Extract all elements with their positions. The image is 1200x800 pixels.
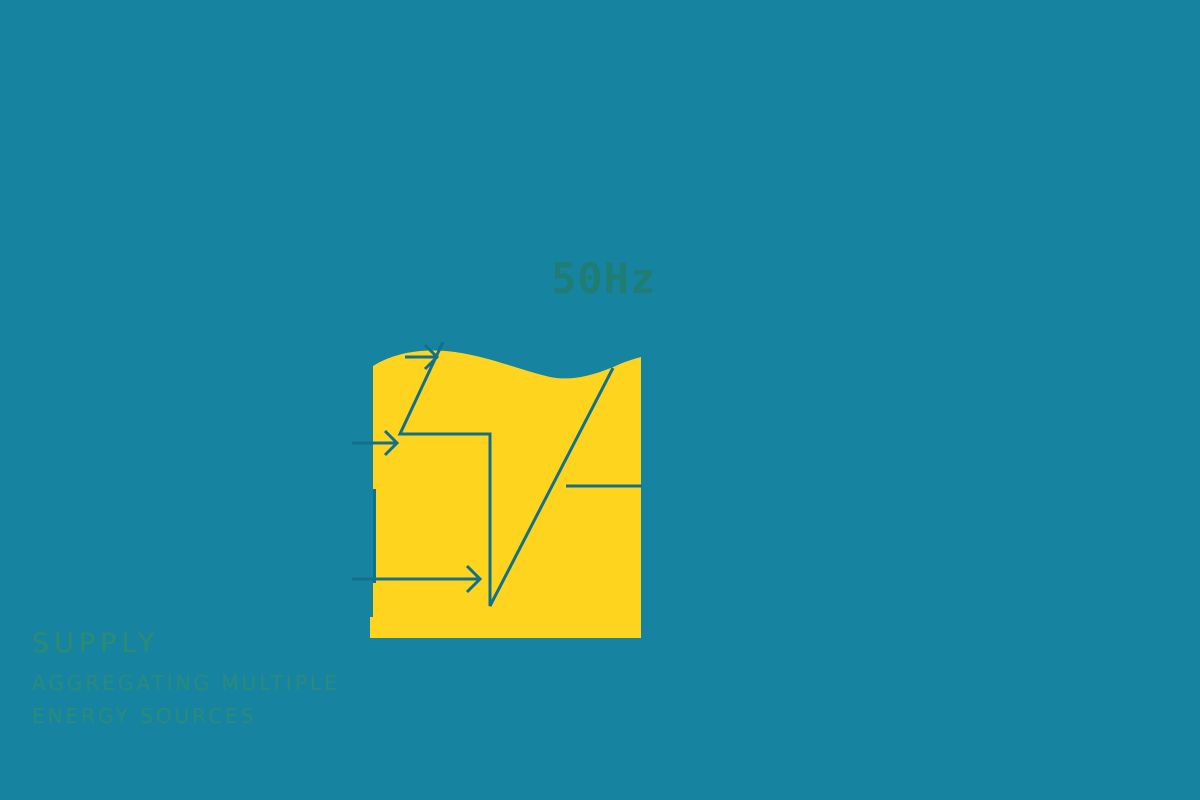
supply-wave-shape (370, 350, 641, 638)
power-line-path (397, 341, 615, 607)
arrow-icon (405, 343, 440, 371)
frequency-label: 50Hz (551, 254, 657, 303)
caption-subtitle-line1: AGGREGATING MULTIPLE (32, 671, 340, 695)
caption: SUPPLY AGGREGATING MULTIPLE ENERGY SOURC… (32, 630, 340, 727)
arrow-icon (352, 429, 400, 457)
caption-subtitle-line2: ENERGY SOURCES (32, 704, 257, 728)
arrow-icon (352, 564, 483, 594)
caption-title: SUPPLY (32, 628, 160, 659)
